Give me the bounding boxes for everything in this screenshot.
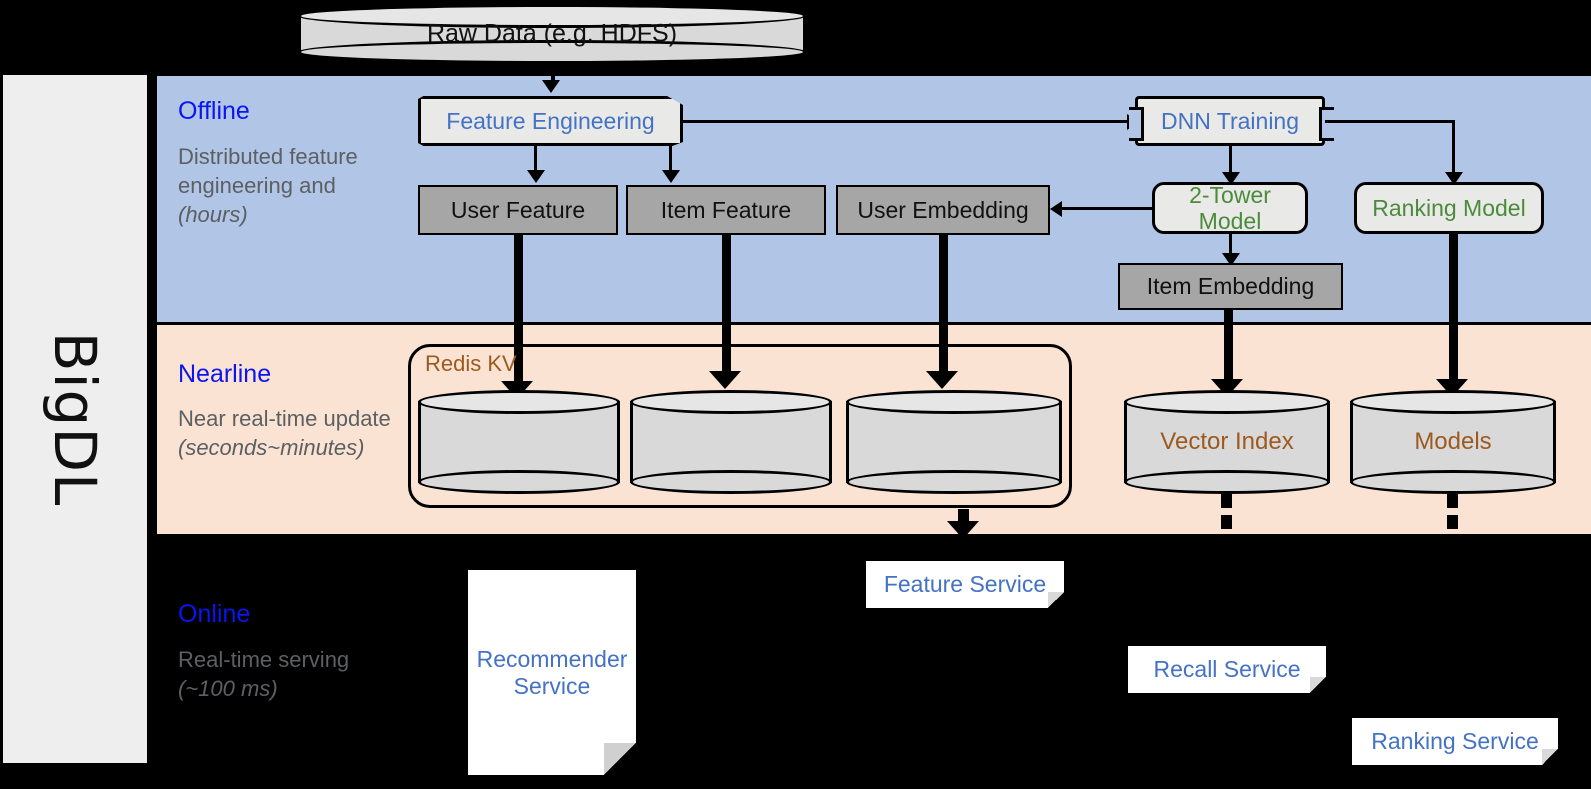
dash-models-1 bbox=[1447, 494, 1458, 508]
arrow-rawdata-to-fe-line bbox=[551, 63, 555, 84]
cyl-body bbox=[846, 401, 1062, 483]
dash-vectorindex-1 bbox=[1221, 494, 1232, 508]
dnn-notch-left bbox=[1129, 107, 1144, 141]
cylinder-vector-index: Vector Index bbox=[1124, 390, 1330, 494]
dash-vectorindex-2 bbox=[1221, 515, 1232, 529]
arrow-dnn-to-ranking-v bbox=[1452, 120, 1455, 176]
dnn-notch-right bbox=[1319, 107, 1334, 141]
cylinder-user-embedding-store bbox=[846, 390, 1062, 494]
pipe-rankingmodel-to-models bbox=[1449, 234, 1458, 389]
arrow-dnn-to-ranking-head bbox=[1445, 172, 1463, 185]
node-recommender-service[interactable]: Recommender Service bbox=[468, 570, 636, 775]
cyl-bottom bbox=[630, 470, 832, 494]
arrow-rawdata-to-fe-head bbox=[542, 80, 560, 93]
cyl-bottom bbox=[1124, 470, 1330, 494]
node-dnn-training[interactable]: DNN Training bbox=[1135, 96, 1325, 146]
pipe-itemfeature-to-redis bbox=[722, 235, 731, 380]
cylinder-user-feature-store bbox=[418, 390, 620, 494]
band-online-desc-text: Real-time serving bbox=[178, 647, 350, 672]
sidebar-label: BigDL bbox=[41, 331, 109, 507]
arrow-dnn-to-twotower-line bbox=[1229, 146, 1232, 176]
pipe-itemfeature-arrowhead bbox=[709, 371, 741, 389]
cylinder-models: Models bbox=[1350, 390, 1556, 494]
band-offline-description: Distributed feature engineering and (hou… bbox=[178, 142, 393, 229]
cylinder-item-feature-store bbox=[630, 390, 832, 494]
node-recall-service-label: Recall Service bbox=[1153, 656, 1301, 683]
arrow-fe-to-itemfeature-line bbox=[669, 146, 672, 173]
page-fold-icon bbox=[1048, 592, 1064, 608]
node-user-embedding-label: User Embedding bbox=[857, 196, 1029, 223]
node-ranking-model-label: Ranking Model bbox=[1372, 194, 1526, 221]
node-recall-service[interactable]: Recall Service bbox=[1128, 646, 1326, 693]
band-online-description: Real-time serving (~100 ms) bbox=[178, 645, 393, 703]
cyl-body bbox=[418, 401, 620, 483]
node-ranking-service[interactable]: Ranking Service bbox=[1352, 718, 1558, 765]
node-two-tower-model-label: 2-Tower Model bbox=[1189, 181, 1271, 234]
node-item-embedding[interactable]: Item Embedding bbox=[1118, 263, 1343, 310]
band-online-title: Online bbox=[178, 600, 251, 628]
node-ranking-service-label: Ranking Service bbox=[1371, 728, 1539, 755]
node-feature-service-label: Feature Service bbox=[883, 571, 1047, 598]
band-nearline-title: Nearline bbox=[178, 360, 272, 388]
cyl-bottom bbox=[846, 470, 1062, 494]
node-recommender-service-label-line1: Recommender bbox=[476, 646, 628, 673]
node-ranking-model[interactable]: Ranking Model bbox=[1354, 182, 1544, 234]
cyl-bottom bbox=[418, 470, 620, 494]
arrow-dnn-to-twotower-head bbox=[1222, 172, 1240, 185]
arrow-twotower-to-itemembedding-line bbox=[1229, 234, 1232, 259]
node-user-feature-label: User Feature bbox=[450, 196, 586, 223]
node-user-feature[interactable]: User Feature bbox=[418, 185, 618, 235]
band-offline-duration: (hours) bbox=[178, 202, 248, 228]
band-nearline-description: Near real-time update (seconds~minutes) bbox=[178, 404, 393, 462]
cyl-top bbox=[1350, 390, 1556, 414]
pipe-userembedding-arrowhead bbox=[926, 371, 958, 389]
raw-data-cylinder: Raw Data (e.g. HDFS) bbox=[298, 4, 806, 64]
node-feature-engineering-label: Feature Engineering bbox=[446, 107, 655, 134]
sidebar-bigdl: BigDL bbox=[3, 75, 147, 763]
pipe-userfeature-to-redis bbox=[514, 235, 523, 390]
arrow-fe-to-itemfeature-head bbox=[662, 170, 680, 183]
raw-data-cyl-top bbox=[298, 4, 806, 28]
band-online-duration: (~100 ms) bbox=[178, 676, 278, 702]
band-offline-title: Offline bbox=[178, 97, 250, 125]
models-label: Models bbox=[1414, 428, 1492, 455]
node-recommender-service-label-line2: Service bbox=[513, 672, 591, 699]
cyl-top bbox=[418, 390, 620, 414]
node-user-embedding[interactable]: User Embedding bbox=[836, 185, 1050, 235]
band-nearline-desc-text: Near real-time update bbox=[178, 406, 391, 431]
arrow-fe-to-dnn-line bbox=[683, 120, 1129, 123]
node-item-feature[interactable]: Item Feature bbox=[626, 185, 826, 235]
dash-redis-to-featureservice bbox=[958, 509, 969, 523]
redis-kv-label: Redis KV bbox=[425, 351, 517, 376]
raw-data-cyl-bottom bbox=[298, 40, 806, 64]
redis-kv-container bbox=[408, 344, 1072, 508]
dash-models-2 bbox=[1447, 515, 1458, 529]
pipe-itemembedding-to-vectorindex bbox=[1224, 310, 1233, 388]
arrow-dnn-to-ranking-h bbox=[1325, 120, 1455, 123]
cyl-top bbox=[1124, 390, 1330, 414]
pipe-userembedding-to-redis bbox=[939, 235, 948, 380]
cyl-bottom bbox=[1350, 470, 1556, 494]
vector-index-label: Vector Index bbox=[1160, 428, 1294, 455]
arrow-fe-to-userfeature-head bbox=[527, 170, 545, 183]
arrow-twotower-to-userembedding-line bbox=[1062, 207, 1152, 210]
raw-data-label: Raw Data (e.g. HDFS) bbox=[426, 19, 678, 48]
cyl-top bbox=[846, 390, 1062, 414]
band-offline-desc-text: Distributed feature engineering and bbox=[178, 144, 358, 199]
arrow-twotower-to-userembedding-head bbox=[1050, 201, 1062, 217]
node-feature-engineering[interactable]: Feature Engineering bbox=[418, 96, 683, 146]
page-fold-icon bbox=[1542, 749, 1558, 765]
cyl-top bbox=[630, 390, 832, 414]
arrow-redis-to-featureservice-head bbox=[947, 521, 979, 539]
page-fold-icon bbox=[1310, 677, 1326, 693]
band-nearline-duration: (seconds~minutes) bbox=[178, 435, 365, 461]
arrow-fe-to-userfeature-line bbox=[534, 146, 537, 173]
page-fold-icon bbox=[604, 743, 636, 775]
node-dnn-training-label: DNN Training bbox=[1160, 107, 1300, 134]
arrow-twotower-to-itemembedding-head bbox=[1222, 253, 1240, 266]
node-item-embedding-label: Item Embedding bbox=[1146, 273, 1315, 300]
node-feature-service[interactable]: Feature Service bbox=[866, 561, 1064, 608]
node-item-feature-label: Item Feature bbox=[660, 196, 792, 223]
node-two-tower-model[interactable]: 2-Tower Model bbox=[1152, 182, 1308, 234]
